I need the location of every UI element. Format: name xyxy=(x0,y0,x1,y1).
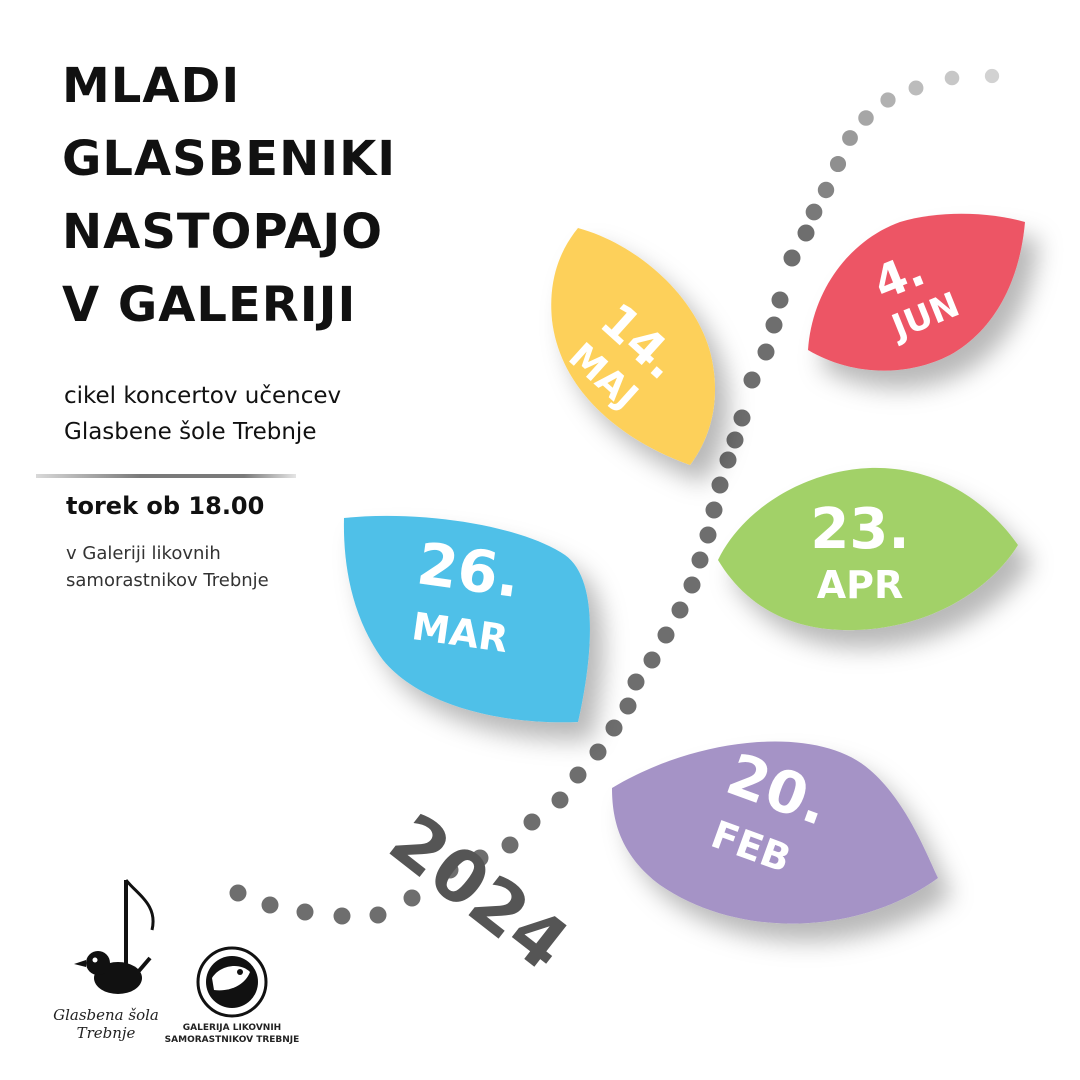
vine-dot xyxy=(523,813,541,831)
event-time: torek ob 18.00 xyxy=(66,492,265,520)
vine-dot xyxy=(858,110,874,126)
vine-dot xyxy=(403,889,421,907)
vine-dot xyxy=(229,884,247,902)
vine-dot xyxy=(984,68,1000,84)
vine-dot xyxy=(551,791,569,809)
date-apr: 23. APR xyxy=(810,497,909,607)
gallery-seal-icon xyxy=(196,946,268,1018)
gallery-name-line: GALERIJA LIKOVNIH xyxy=(183,1023,281,1033)
vine-dot xyxy=(296,903,314,921)
school-logo: Glasbena šola Trebnje xyxy=(53,879,159,1042)
leaf-feb xyxy=(612,741,938,924)
vine-dot xyxy=(783,249,801,267)
vine-dot xyxy=(908,80,924,96)
vine-dot xyxy=(261,896,279,914)
vine-dot xyxy=(743,371,761,389)
date-mar: 26. MAR xyxy=(409,529,524,661)
vine-dot xyxy=(471,849,489,867)
venue-line: v Galeriji likovnih xyxy=(66,543,221,564)
vine-dot xyxy=(333,907,351,925)
leaf-jun xyxy=(808,213,1025,371)
vine-dot xyxy=(589,743,607,761)
title-line: V GALERIJI xyxy=(62,277,357,333)
vine-dot xyxy=(757,343,775,361)
date-day: 23. xyxy=(810,497,909,562)
vine-dot xyxy=(671,601,689,619)
subtitle: cikel koncertov učencev Glasbene šole Tr… xyxy=(64,378,341,450)
title-line: NASTOPAJO xyxy=(62,204,384,260)
school-name-line: Trebnje xyxy=(77,1024,136,1042)
vine-dot xyxy=(797,224,815,242)
vine-dot xyxy=(944,70,960,86)
vine-dot xyxy=(643,651,661,669)
year-label: 2024 xyxy=(375,797,585,987)
title-line: GLASBENIKI xyxy=(62,131,397,187)
vine-dot xyxy=(691,551,709,569)
title-line: MLADI xyxy=(62,58,241,114)
vine-dot xyxy=(880,92,896,108)
subtitle-line: Glasbene šole Trebnje xyxy=(64,419,317,445)
vine-dot xyxy=(627,673,645,691)
leaf-mar xyxy=(343,515,590,723)
date-month: APR xyxy=(817,563,904,607)
subtitle-line: cikel koncertov učencev xyxy=(64,383,342,409)
gallery-name-line: SAMORASTNIKOV TREBNJE xyxy=(165,1035,300,1045)
leaf-shape xyxy=(612,741,938,924)
vine-dot xyxy=(657,626,675,644)
vine-dot xyxy=(829,155,847,173)
vine-dot xyxy=(817,181,835,199)
gallery-logo: GALERIJA LIKOVNIH SAMORASTNIKOV TREBNJE xyxy=(165,946,300,1045)
vine-dot xyxy=(805,203,823,221)
vine-dot xyxy=(705,501,723,519)
music-note-bird-icon xyxy=(74,879,155,994)
vine-dot xyxy=(683,576,701,594)
school-name-line: Glasbena šola xyxy=(53,1006,159,1024)
vine-dot xyxy=(719,451,737,469)
vine-dot xyxy=(711,476,729,494)
venue: v Galeriji likovnih samorastnikov Trebnj… xyxy=(66,540,269,594)
leaf-shape xyxy=(343,515,590,723)
leaf-shape xyxy=(808,213,1025,371)
vine-dot xyxy=(733,409,751,427)
vine-dot xyxy=(765,316,783,334)
vine-dot xyxy=(569,766,587,784)
dotted-vine xyxy=(229,68,1000,925)
date-day: 26. xyxy=(413,529,524,611)
leaf-shape xyxy=(551,228,715,465)
vine-dot xyxy=(726,431,744,449)
vine-dot xyxy=(842,130,858,146)
leaf-shape xyxy=(718,467,1018,631)
vine-dot xyxy=(501,836,519,854)
vine-dot xyxy=(441,861,459,879)
vine-dot xyxy=(619,697,637,715)
venue-line: samorastnikov Trebnje xyxy=(66,570,269,591)
vine-dot xyxy=(605,719,623,737)
vine-dot xyxy=(771,291,789,309)
vine-dot xyxy=(699,526,717,544)
poster-title: MLADI GLASBENIKI NASTOPAJO V GALERIJI xyxy=(62,50,396,342)
divider xyxy=(36,474,296,478)
vine-dot xyxy=(369,906,387,924)
leaf-apr xyxy=(718,467,1018,631)
leaf-maj xyxy=(551,228,715,465)
